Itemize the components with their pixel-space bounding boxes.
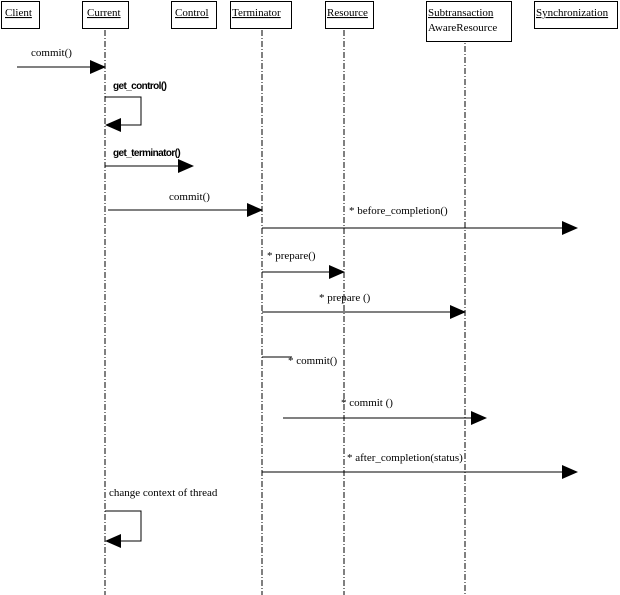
self-message-arrow (105, 96, 142, 132)
participant-label: Subtransaction (428, 7, 494, 19)
participant-subtransaction (426, 1, 512, 42)
participant-label: Control (175, 7, 209, 19)
participant-label: Current (87, 7, 121, 19)
message-label: * commit () (341, 397, 393, 409)
message-label: * after_completion(status) (347, 452, 463, 464)
participant-client (1, 1, 40, 29)
participant-synchronization (534, 1, 618, 29)
self-message-arrow (105, 510, 142, 548)
message-label: get_terminator() (113, 148, 180, 159)
participant-label: Resource (327, 7, 368, 19)
participant-label: Terminator (232, 7, 281, 19)
message-label: commit() (169, 191, 210, 203)
message-label: * before_completion() (349, 205, 448, 217)
message-label: change context of thread (109, 487, 218, 499)
message-label: * prepare () (319, 292, 371, 304)
participant-label-line2: AwareResource (428, 22, 497, 34)
message-label: * commit() (288, 355, 338, 367)
participant-label: Synchronization (536, 7, 609, 19)
participant-resource (325, 1, 374, 29)
participant-control (171, 1, 217, 29)
message-label: get_control() (113, 81, 167, 92)
participant-label: Client (5, 7, 32, 19)
participant-terminator (230, 1, 292, 29)
message-label: commit() (31, 47, 72, 59)
message-label: * prepare() (267, 250, 316, 262)
participant-current (82, 1, 129, 29)
